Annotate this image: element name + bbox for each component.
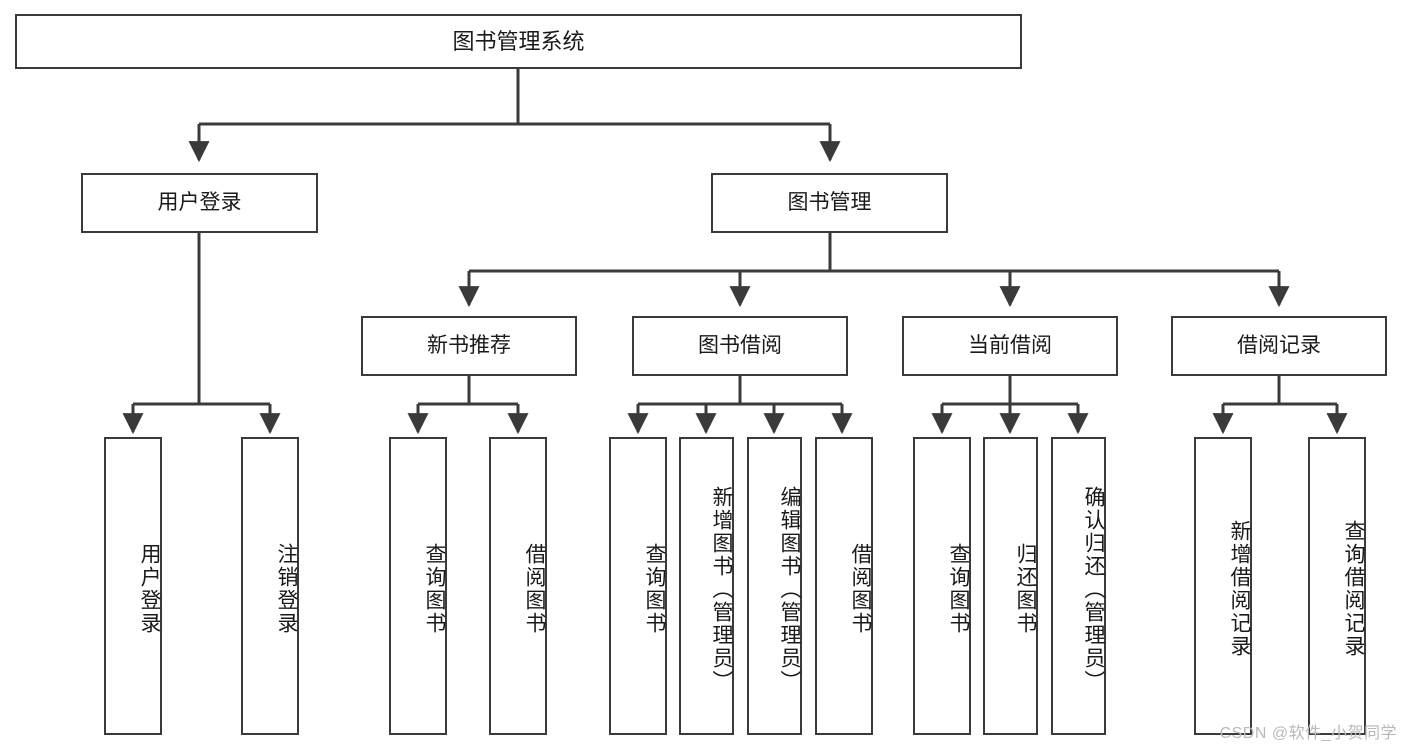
csdn-watermark: CSDN @软件_小贺同学 [1219, 725, 1397, 742]
leaf-label: 编辑图书（管理员） [778, 485, 801, 693]
leaf-label: 确认归还（管理员） [1082, 485, 1105, 693]
leaf-label: 新增借阅记录 [1228, 520, 1251, 658]
leaf-query-book-borrow[interactable]: 查询图书 [609, 437, 667, 735]
node-label: 用户登录 [157, 190, 242, 214]
leaf-add-book-admin[interactable]: 新增图书（管理员） [679, 437, 734, 735]
leaf-label: 新增图书（管理员） [710, 485, 733, 693]
leaf-label: 归还图书 [1014, 543, 1037, 635]
leaf-edit-book-admin[interactable]: 编辑图书（管理员） [747, 437, 802, 735]
leaf-query-borrow-record[interactable]: 查询借阅记录 [1308, 437, 1366, 735]
node-user-login[interactable]: 用户登录 [81, 173, 318, 233]
leaf-user-login[interactable]: 用户登录 [104, 437, 162, 735]
node-label: 图书借阅 [698, 333, 782, 357]
leaf-logout[interactable]: 注销登录 [241, 437, 299, 735]
node-borrow-record[interactable]: 借阅记录 [1171, 316, 1387, 376]
node-book-borrow[interactable]: 图书借阅 [632, 316, 848, 376]
leaf-label: 查询图书 [947, 543, 970, 635]
node-label: 新书推荐 [427, 333, 511, 357]
leaf-return-book[interactable]: 归还图书 [983, 437, 1038, 735]
leaf-label: 查询借阅记录 [1342, 520, 1365, 658]
leaf-query-book-current[interactable]: 查询图书 [913, 437, 971, 735]
leaf-label: 用户登录 [138, 543, 161, 635]
leaf-add-borrow-record[interactable]: 新增借阅记录 [1194, 437, 1252, 735]
node-new-book-recommend[interactable]: 新书推荐 [361, 316, 577, 376]
node-root-book-management-system[interactable]: 图书管理系统 [15, 14, 1022, 69]
leaf-label: 查询图书 [423, 543, 446, 635]
leaf-borrow-book[interactable]: 借阅图书 [815, 437, 873, 735]
leaf-borrow-book-recommend[interactable]: 借阅图书 [489, 437, 547, 735]
leaf-query-book-recommend[interactable]: 查询图书 [389, 437, 447, 735]
node-label: 借阅记录 [1237, 333, 1321, 357]
leaf-confirm-return-admin[interactable]: 确认归还（管理员） [1051, 437, 1106, 735]
leaf-label: 查询图书 [643, 543, 666, 635]
node-label: 当前借阅 [968, 333, 1052, 357]
leaf-label: 借阅图书 [849, 543, 872, 635]
node-label: 图书管理系统 [452, 28, 585, 54]
node-label: 图书管理 [787, 190, 872, 214]
leaf-label: 注销登录 [275, 543, 298, 635]
node-current-borrow[interactable]: 当前借阅 [902, 316, 1118, 376]
node-book-management[interactable]: 图书管理 [711, 173, 948, 233]
leaf-label: 借阅图书 [523, 543, 546, 635]
